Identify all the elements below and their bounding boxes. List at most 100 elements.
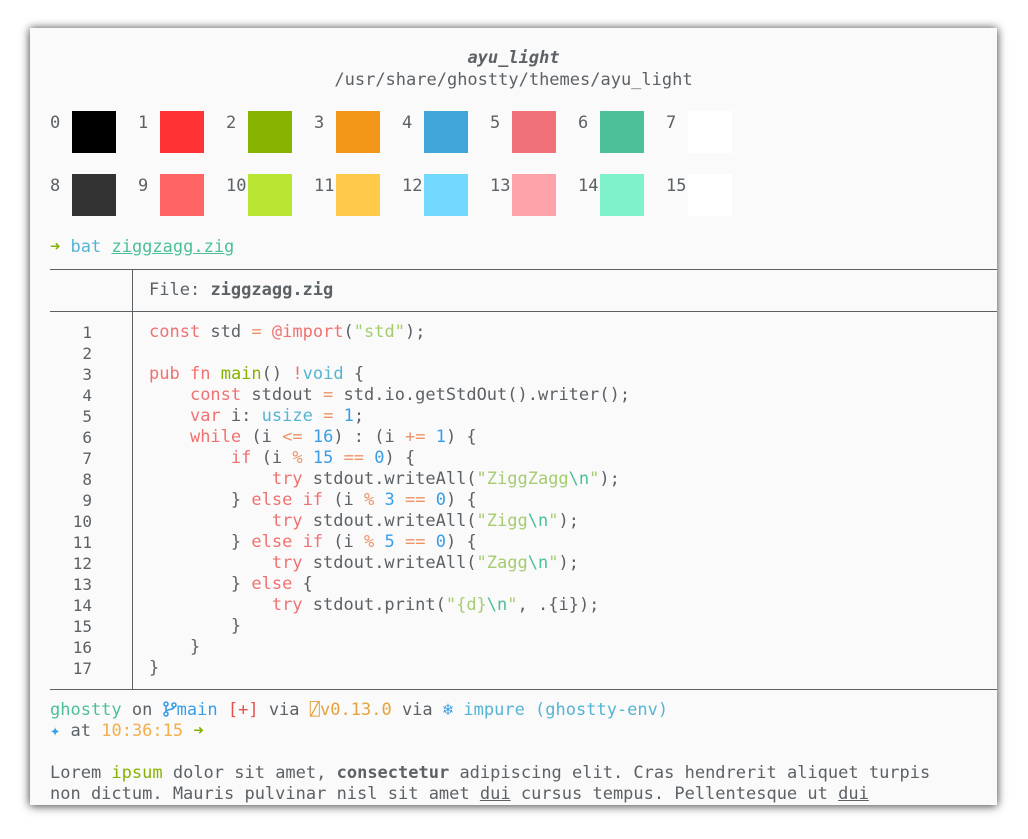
bat-gutter-divider — [132, 311, 133, 689]
line-number: 10 — [72, 512, 92, 531]
line-number: 3 — [82, 365, 92, 384]
code-line: pub fn main() !void { — [149, 364, 365, 384]
lorem-text: ipsum — [111, 763, 163, 783]
palette-index: 5 — [490, 113, 501, 133]
palette-swatch — [424, 174, 468, 216]
palette-swatch — [600, 111, 644, 153]
palette-index: 13 — [490, 176, 511, 196]
code-line: try stdout.writeAll("Zagg\n"); — [271, 553, 579, 573]
file-name: ziggzagg.zig — [210, 280, 334, 300]
palette-swatch — [600, 174, 644, 216]
lorem-underline: dui — [479, 784, 511, 804]
line-number: 11 — [72, 533, 92, 552]
prompt-nix-shell: impure (ghostty-env) — [463, 700, 669, 720]
code-line: } — [149, 616, 242, 636]
prompt-on: on — [131, 700, 153, 720]
palette-index: 12 — [402, 176, 423, 196]
line-number: 15 — [72, 617, 92, 636]
palette-swatch — [688, 174, 732, 216]
star-icon: ✦ — [50, 721, 61, 741]
zig-icon: ⍁ — [309, 700, 321, 720]
prompt-zig-version: v0.13.0 — [320, 700, 392, 720]
line-number: 13 — [72, 575, 92, 594]
line-number: 8 — [82, 470, 92, 489]
lorem-text: non dictum. Mauris pulvinar nisl sit ame… — [50, 784, 480, 804]
code-line: const stdout = std.io.getStdOut().writer… — [189, 385, 631, 405]
prompt-at: at — [70, 721, 91, 741]
file-label: File: — [149, 280, 201, 300]
line-number: 17 — [72, 659, 92, 678]
palette-swatch — [248, 174, 292, 216]
palette-index: 10 — [226, 176, 247, 196]
palette-swatch — [160, 111, 204, 153]
code-line: var i: usize = 1; — [189, 406, 365, 426]
code-line: if (i % 15 == 0) { — [230, 448, 416, 468]
command-line: ➜ bat ziggzagg.zig — [50, 237, 234, 258]
prompt-via: via — [268, 700, 300, 720]
palette-index: 14 — [578, 176, 599, 196]
line-number: 7 — [82, 449, 92, 468]
lorem-line-2: non dictum. Mauris pulvinar nisl sit ame… — [50, 784, 869, 805]
line-number: 12 — [72, 554, 92, 573]
prompt-arrow-icon: ➜ — [193, 721, 204, 741]
lorem-text: Lorem — [50, 763, 112, 783]
palette-index: 4 — [402, 113, 413, 133]
bat-file-header: File: ziggzagg.zig — [149, 280, 333, 301]
palette-index: 15 — [666, 176, 687, 196]
lorem-text: adipiscing elit. Cras hendrerit aliquet … — [449, 763, 931, 783]
code-line: } else { — [149, 574, 313, 594]
code-line: const std = @import("std"); — [149, 322, 426, 342]
code-line — [149, 343, 630, 364]
line-number: 4 — [82, 386, 92, 405]
palette-index: 11 — [314, 176, 335, 196]
lorem-text: cursus tempus. Pellentesque ut — [510, 784, 839, 804]
code-line: } — [149, 658, 160, 678]
git-branch-icon — [162, 700, 177, 720]
palette-swatch — [72, 174, 116, 216]
shell-prompt-line-1: ghostty on main [+] via ⍁v0.13.0 via ❄ i… — [50, 700, 668, 721]
code-line: while (i <= 16) : (i += 1) { — [189, 427, 477, 447]
line-number: 9 — [82, 491, 92, 510]
line-number: 16 — [72, 638, 92, 657]
palette-swatch — [248, 111, 292, 153]
palette-index: 2 — [226, 113, 237, 133]
code-line: try stdout.print("{d}\n", .{i}); — [271, 595, 600, 615]
code-line: } else if (i % 5 == 0) { — [149, 532, 477, 552]
terminal-window[interactable]: ayu_light /usr/share/ghostty/themes/ayu_… — [30, 28, 997, 805]
bat-header-rule — [50, 311, 997, 312]
palette-index: 6 — [578, 113, 589, 133]
prompt-git-status: [+] — [227, 700, 259, 720]
prompt-time: 10:36:15 — [101, 721, 184, 741]
command-argument[interactable]: ziggzagg.zig — [111, 237, 235, 257]
code-line: try stdout.writeAll("ZiggZagg\n"); — [271, 469, 620, 489]
line-number: 5 — [82, 407, 92, 426]
palette-swatch — [336, 111, 380, 153]
palette-index: 0 — [50, 113, 61, 133]
palette-index: 7 — [666, 113, 677, 133]
palette-swatch — [512, 174, 556, 216]
palette-index: 1 — [138, 113, 149, 133]
lorem-text: dolor sit amet, — [162, 763, 337, 783]
shell-prompt-line-2: ✦ at 10:36:15 ➜ — [50, 721, 204, 742]
palette-swatch — [160, 174, 204, 216]
lorem-bold: consectetur — [336, 763, 450, 783]
palette-swatch — [512, 111, 556, 153]
palette-swatch — [424, 111, 468, 153]
palette-index: 3 — [314, 113, 325, 133]
prompt-dir: ghostty — [50, 700, 122, 720]
palette-index: 8 — [50, 176, 61, 196]
prompt-branch: main — [176, 700, 218, 720]
code-line: } else if (i % 3 == 0) { — [149, 490, 477, 510]
palette-swatch — [336, 174, 380, 216]
bat-top-rule — [50, 269, 997, 270]
prompt-arrow-icon: ➜ — [50, 237, 61, 257]
line-number: 6 — [82, 428, 92, 447]
palette-swatch — [688, 111, 732, 153]
code-line: try stdout.writeAll("Zigg\n"); — [271, 511, 579, 531]
code-view[interactable]: const std = @import("std"); pub fn main(… — [149, 322, 630, 679]
bat-bottom-rule — [50, 689, 997, 690]
command-program: bat — [70, 237, 102, 257]
lorem-line-1: Lorem ipsum dolor sit amet, consectetur … — [50, 763, 930, 784]
theme-path: /usr/share/ghostty/themes/ayu_light — [334, 70, 693, 90]
theme-name: ayu_light — [467, 48, 560, 68]
